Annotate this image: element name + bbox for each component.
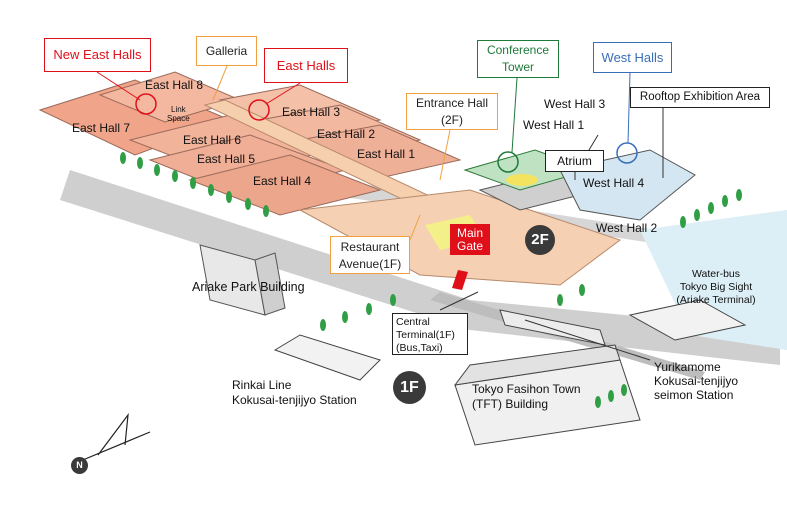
tft-roof: [453, 344, 621, 386]
tree: [694, 209, 700, 221]
main-gate-label: Main Gate: [450, 224, 490, 255]
tower-atrium-yellow: [506, 174, 538, 186]
east-hall-5-label: East Hall 5: [197, 152, 256, 166]
tree: [736, 189, 742, 201]
conference-marker-circle: [497, 151, 519, 173]
bay-water: [640, 210, 787, 350]
atrium-label: Atrium: [545, 150, 604, 172]
east-halls-marker-circle: [135, 93, 157, 115]
north-arrow-head: [97, 412, 129, 456]
leader-new-east-halls: [96, 71, 141, 101]
east-halls-marker-circle: [248, 99, 270, 121]
tree: [226, 191, 232, 203]
tree: [172, 170, 178, 182]
north-arrow: [77, 412, 151, 463]
leader-conference: [511, 77, 518, 153]
tree: [137, 157, 143, 169]
tree: [342, 311, 348, 323]
ariake-park-side: [254, 252, 286, 316]
tft-building-shape: [453, 344, 641, 446]
leader-central-terminal: [439, 291, 479, 311]
leader-west-halls: [627, 71, 631, 144]
floor-1f-badge: 1F: [393, 371, 426, 404]
tree: [245, 198, 251, 210]
tree: [680, 216, 686, 228]
east-hall-1-label: East Hall 1: [357, 147, 416, 161]
ariake-park-building-label: Ariake Park Building: [192, 280, 305, 294]
leader-galleria: [212, 65, 228, 101]
tree: [120, 152, 126, 164]
restaurant-avenue-label: Restaurant Avenue(1F): [330, 236, 410, 274]
rooftop-exhibition-label: Rooftop Exhibition Area: [630, 87, 770, 108]
east-hall-2-label: East Hall 2: [317, 127, 376, 141]
tree: [579, 284, 585, 296]
tree-row: [120, 152, 742, 408]
west-hall-2-label: West Hall 2: [596, 221, 658, 235]
tree: [390, 294, 396, 306]
leader-entrance-hall: [439, 129, 451, 181]
tree: [621, 384, 627, 396]
tree: [366, 303, 372, 315]
west-hall-1-label: West Hall 1: [523, 118, 585, 132]
rinkai-station-label: Rinkai Line Kokusai-tenjijyo Station: [232, 378, 357, 407]
east-hall-7-label: East Hall 7: [72, 121, 131, 135]
west-halls-label: West Halls: [593, 42, 672, 73]
east-hall-8-label: East Hall 8: [145, 78, 204, 92]
ariake-park-building-shape: [199, 244, 286, 316]
central-terminal-label: Central Terminal(1F) (Bus,Taxi): [392, 313, 468, 355]
leader-east-halls: [265, 82, 301, 105]
rinkai-station-roof: [273, 334, 381, 381]
east-halls-label: East Halls: [264, 48, 348, 83]
west-hall-3-label: West Hall 3: [544, 97, 606, 111]
tree: [263, 205, 269, 217]
north-indicator: N: [71, 457, 88, 474]
leader-restaurant: [409, 214, 421, 241]
leader-yurikamome: [524, 319, 651, 361]
tft-building-label: Tokyo Fasihon Town (TFT) Building: [472, 382, 581, 411]
conference-tower-label: Conference Tower: [477, 40, 559, 78]
tree: [208, 184, 214, 196]
west-hall-4-label: West Hall 4: [583, 176, 645, 190]
tree: [557, 294, 563, 306]
tree: [154, 164, 160, 176]
west-halls-marker-circle: [616, 142, 638, 164]
main-gate-marker: [452, 270, 468, 290]
yurikamome-station-label: Yurikamome Kokusai-tenjijyo seimon Stati…: [654, 360, 739, 402]
tree: [708, 202, 714, 214]
link-space-label: Link Space: [167, 105, 190, 123]
floor-2f-badge: 2F: [525, 225, 555, 255]
east-hall-6-label: East Hall 6: [183, 133, 242, 147]
water-bus-label: Water-bus Tokyo Big Sight (Ariake Termin…: [676, 268, 756, 306]
tree: [595, 396, 601, 408]
boat-terminal: [628, 299, 747, 341]
tree: [722, 195, 728, 207]
east-hall-4-label: East Hall 4: [253, 174, 312, 188]
tree: [320, 319, 326, 331]
entrance-hall-label: Entrance Hall (2F): [406, 93, 498, 130]
north-arrow-line: [77, 431, 151, 463]
main-road: [60, 170, 780, 365]
galleria-label: Galleria: [196, 36, 257, 66]
tree: [608, 390, 614, 402]
new-east-halls-label: New East Halls: [44, 38, 151, 72]
tree: [190, 177, 196, 189]
yurikamome-station: [499, 309, 606, 346]
east-halls-area: [38, 71, 472, 223]
east-hall-3-label: East Hall 3: [282, 105, 341, 119]
